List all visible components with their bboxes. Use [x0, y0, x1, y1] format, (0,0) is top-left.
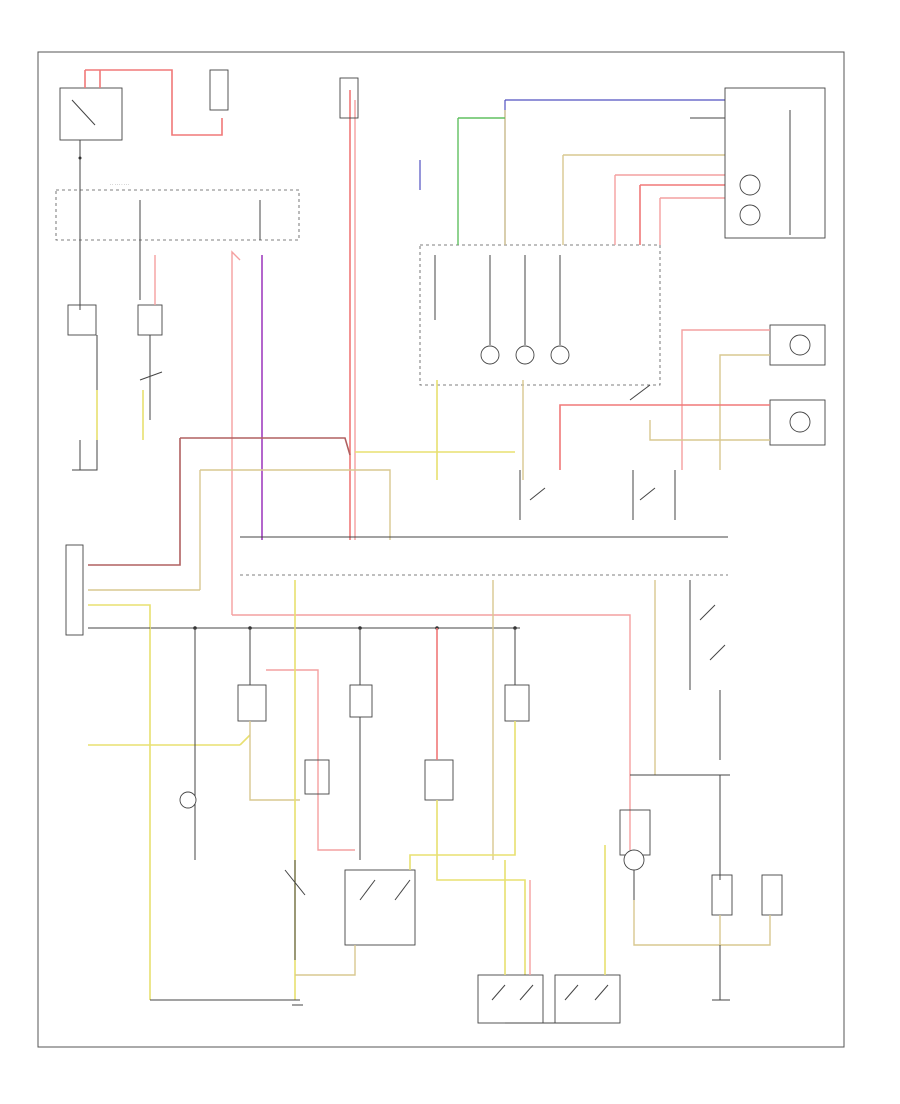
upper-right-lamps — [434, 255, 570, 480]
svg-text:· · · · · · · · ·: · · · · · · · · · — [110, 183, 129, 187]
center-feed-wires — [180, 77, 515, 615]
right-side-marker-lamps — [559, 324, 826, 470]
top-left-switch-group — [59, 69, 229, 190]
lower-left-components — [88, 580, 355, 1000]
upper-right-cluster — [419, 87, 826, 386]
mid-switch-row — [519, 470, 676, 520]
left-connector-block — [65, 438, 200, 1000]
bottom-door-switches — [477, 845, 621, 1024]
center-lower-components — [295, 580, 530, 976]
fuse-relay-box: · · · · · · · · · — [55, 180, 300, 300]
bus-lines — [150, 536, 728, 850]
diagram-frame — [37, 51, 845, 1048]
left-column-components — [67, 255, 163, 471]
ground-symbols — [72, 469, 303, 1006]
lower-right-cluster — [619, 580, 783, 1001]
